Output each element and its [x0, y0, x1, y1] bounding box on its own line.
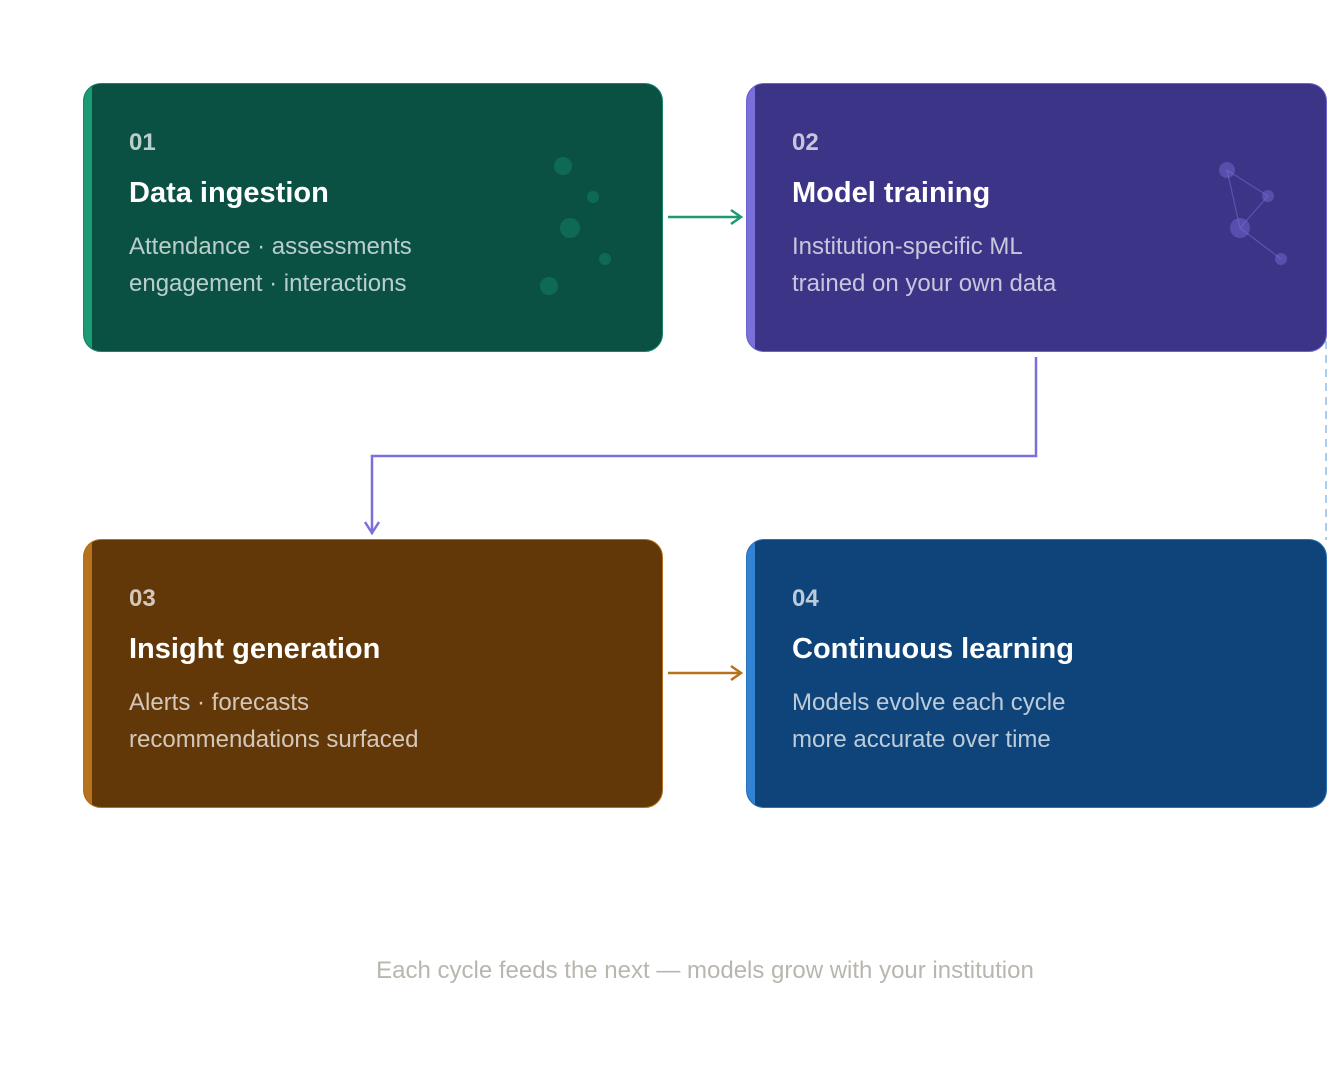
- step-card-insight-generation: 03 Insight generation Alerts · forecasts…: [83, 539, 663, 808]
- step-description-line-2: trained on your own data: [792, 270, 1057, 297]
- step-description-line-1: Attendance · assessments: [129, 233, 412, 260]
- card-accent-bar: [747, 540, 755, 807]
- step-title: Continuous learning: [792, 633, 1074, 665]
- step-description-line-2: more accurate over time: [792, 726, 1051, 753]
- step-title: Data ingestion: [129, 177, 329, 209]
- step-card-data-ingestion: 01 Data ingestion Attendance · assessmen…: [83, 83, 663, 352]
- step-description-line-2: engagement · interactions: [129, 270, 407, 297]
- connector-02-03: [363, 357, 1038, 536]
- step-description-line-2: recommendations surfaced: [129, 726, 419, 753]
- step-number: 01: [129, 129, 156, 156]
- step-description-line-1: Alerts · forecasts: [129, 689, 310, 716]
- network-graph-icon: [1219, 162, 1287, 265]
- step-card-model-training: 02 Model training Institution-specific M…: [746, 83, 1327, 352]
- card-accent-bar: [84, 540, 92, 807]
- step-title: Insight generation: [129, 633, 381, 665]
- step-number: 03: [129, 585, 156, 612]
- connector-01-02: [668, 208, 744, 226]
- step-card-continuous-learning: 04 Continuous learning Models evolve eac…: [746, 539, 1327, 808]
- step-number: 04: [792, 585, 819, 612]
- step-number: 02: [792, 129, 819, 156]
- diagram-caption: Each cycle feeds the next — models grow …: [376, 957, 1034, 984]
- scatter-dots-icon: [540, 157, 611, 295]
- step-title: Model training: [792, 177, 991, 209]
- connector-03-04: [668, 664, 744, 682]
- step-description-line-1: Institution-specific ML: [792, 233, 1023, 260]
- card-accent-bar: [747, 84, 755, 351]
- card-accent-bar: [84, 84, 92, 351]
- step-description-line-1: Models evolve each cycle: [792, 689, 1066, 716]
